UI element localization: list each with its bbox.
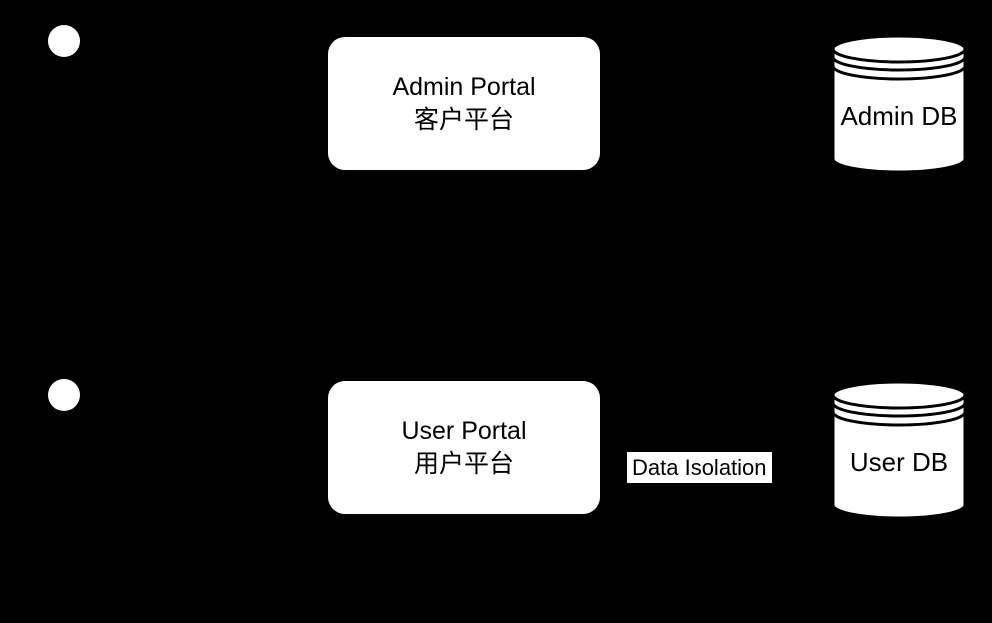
admin-db-node: Admin DB bbox=[830, 34, 968, 174]
admin-portal-node: Admin Portal 客户平台 bbox=[328, 37, 600, 170]
user-portal-label-en: User Portal bbox=[401, 416, 527, 445]
user-db-node: User DB bbox=[830, 380, 968, 520]
admin-portal-label-en: Admin Portal bbox=[392, 72, 536, 101]
user-actor-node bbox=[48, 379, 80, 411]
data-isolation-edge-label: Data Isolation bbox=[627, 452, 772, 483]
admin-actor-node bbox=[48, 25, 80, 57]
database-icon bbox=[831, 34, 967, 174]
admin-db-label: Admin DB bbox=[840, 100, 958, 131]
user-portal-label-zh: 用户平台 bbox=[413, 449, 514, 478]
user-portal-node: User Portal 用户平台 bbox=[328, 381, 600, 514]
database-icon bbox=[831, 380, 967, 520]
admin-portal-label-zh: 客户平台 bbox=[413, 105, 514, 134]
user-db-label: User DB bbox=[849, 446, 949, 477]
